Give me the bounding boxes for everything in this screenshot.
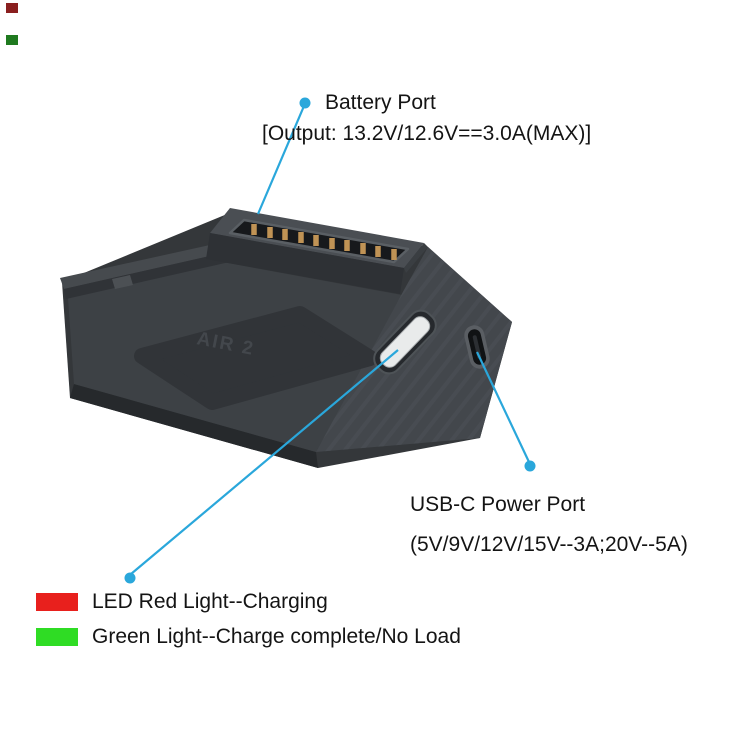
device-front-face: [70, 384, 318, 468]
callout-lines: [130, 105, 530, 575]
red-led-label: LED Red Light--Charging: [92, 590, 328, 613]
usb-c-tongue: [472, 335, 482, 359]
corner-mark-red: [6, 3, 18, 13]
led-callout-line: [130, 349, 399, 575]
device-back-lip-front: [64, 251, 234, 299]
device-recessed-seat: [134, 306, 378, 410]
green-led-label: Green Light--Charge complete/No Load: [92, 625, 461, 648]
corner-mark-green: [6, 35, 18, 45]
battery-port-callout-dot: [299, 97, 311, 109]
red-led-swatch: [36, 593, 78, 611]
usb-c-callout-line: [476, 351, 530, 463]
usb-c-callout-dot: [524, 460, 536, 472]
led-callout-dot: [124, 572, 136, 584]
battery-port-pins: [251, 224, 397, 260]
battery-port-end: [404, 243, 428, 273]
battery-port-detail: [Output: 13.2V/12.6V==3.0A(MAX)]: [262, 122, 592, 145]
usb-c-port-title: USB-C Power Port: [410, 493, 586, 516]
green-led-swatch: [36, 628, 78, 646]
usb-c-port: [464, 325, 490, 369]
battery-port-callout-line: [256, 105, 306, 215]
battery-port: [206, 208, 428, 294]
charging-hub-device: AIR 2: [60, 208, 512, 468]
usb-c-port-detail: (5V/9V/12V/15V--3A;20V--5A): [410, 533, 688, 556]
device-back-lip-top: [60, 241, 232, 289]
device-lip-notch: [112, 275, 133, 289]
battery-port-title: Battery Port: [325, 91, 436, 114]
battery-port-front: [206, 233, 404, 294]
